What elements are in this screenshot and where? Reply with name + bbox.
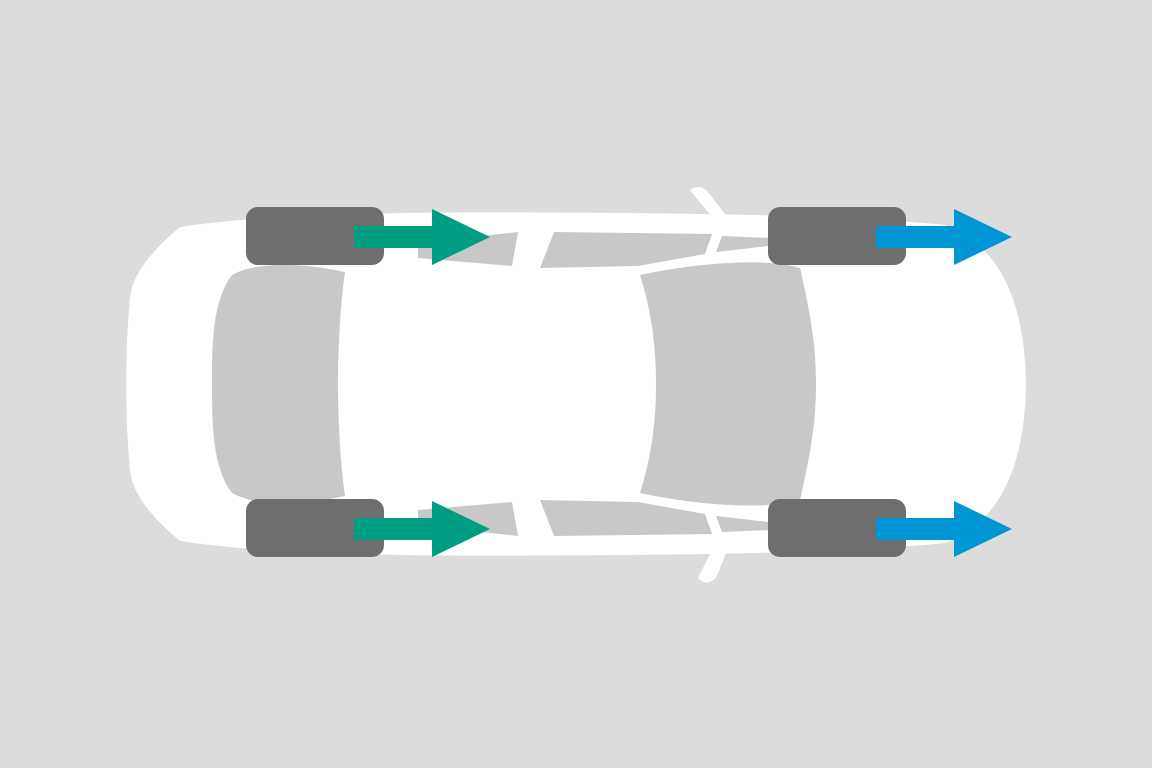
front-right-tire <box>768 499 906 557</box>
front-left-tire <box>768 207 906 265</box>
rear-window <box>212 264 345 504</box>
rear-right-force-arrow <box>354 501 490 557</box>
rear-right-tire <box>246 499 384 557</box>
front-left-force-arrow <box>876 209 1012 265</box>
bottom-front-side-window <box>540 500 712 536</box>
top-quarter-window <box>716 236 770 252</box>
top-front-side-window <box>540 232 712 268</box>
front-right-force-arrow <box>876 501 1012 557</box>
bottom-side-mirror <box>698 546 728 583</box>
wheels-group <box>246 207 1012 557</box>
bottom-quarter-window <box>716 516 770 532</box>
rear-left-tire <box>246 207 384 265</box>
top-side-mirror <box>690 186 728 222</box>
rear-left-force-arrow <box>354 209 490 265</box>
windshield <box>640 262 816 506</box>
